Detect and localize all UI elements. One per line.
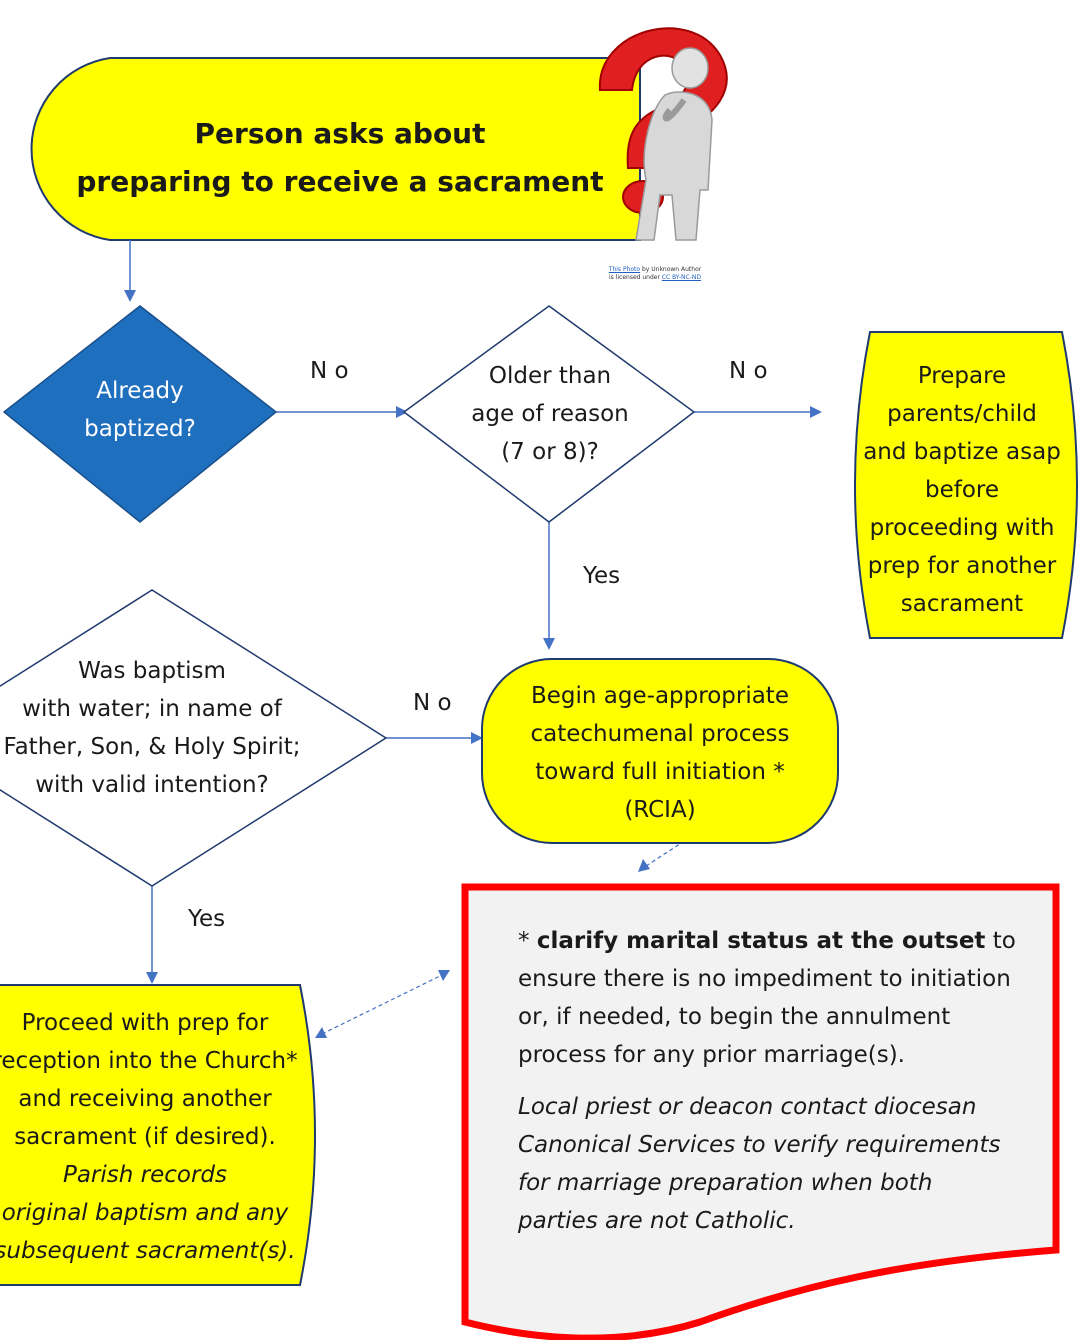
valid-line-4: with valid intention? (35, 772, 269, 798)
note-line-1: * clarify marital status at the outset t… (518, 922, 1038, 960)
note-rest: to (985, 928, 1016, 954)
prepare-line-5: proceeding with (869, 515, 1055, 541)
decision-already-baptized (2, 305, 278, 523)
label-no-2: N o (729, 358, 768, 384)
proceed-text: Proceed with prep for reception into the… (0, 1004, 300, 1270)
question-figure-icon (598, 27, 728, 241)
proceed-line-4: sacrament (if desired). (14, 1124, 276, 1150)
note-line-2: ensure there is no impediment to initiat… (518, 966, 1011, 992)
catechumenal-line-4: (RCIA) (624, 797, 696, 823)
start-terminator (30, 57, 641, 241)
proceed-box (0, 984, 316, 1286)
catechumenal-line-2: catechumenal process (530, 721, 790, 747)
catechumenal-box (481, 658, 839, 844)
valid-line-2: with water; in name of (22, 696, 282, 722)
start-text: Person asks about preparing to receive a… (60, 110, 620, 206)
photo-credit-author: by Unknown Author (640, 266, 702, 273)
age-of-reason-text: Older than age of reason (7 or 8)? (440, 357, 660, 471)
proceed-line-1: Proceed with prep for (21, 1010, 269, 1036)
license-link[interactable]: CC BY-NC-ND (661, 274, 701, 281)
prepare-line-7: sacrament (900, 591, 1024, 617)
label-no-1: N o (310, 358, 349, 384)
prepare-line-2: parents/child (887, 401, 1037, 427)
photo-credit-link[interactable]: This Photo (608, 266, 641, 273)
photo-credit: This Photo by Unknown Author is licensed… (560, 266, 750, 282)
note-bold-text: clarify marital status at the outset (536, 928, 986, 954)
photo-credit-license-text: is licensed under (609, 274, 662, 281)
catechumenal-line-3: toward full initiation * (535, 759, 785, 785)
prepare-box (854, 331, 1078, 639)
proceed-line-2: reception into the Church* (0, 1048, 298, 1074)
valid-line-1: Was baptism (78, 658, 226, 684)
prepare-line-3: and baptize asap (863, 439, 1061, 465)
prepare-line-4: before (924, 477, 1000, 503)
age-line-3: (7 or 8)? (501, 439, 599, 465)
catechumenal-line-1: Begin age-appropriate (531, 683, 789, 709)
label-no-3: N o (413, 690, 452, 716)
dashed-link-proceed-note (315, 970, 450, 1038)
decision-valid-baptism (0, 589, 388, 887)
baptized-line-1: Already (96, 378, 184, 404)
prepare-box-text: Prepare parents/child and baptize asap b… (850, 357, 1074, 623)
valid-line-3: Father, Son, & Holy Spirit; (3, 734, 301, 760)
proceed-line-3: and receiving another (18, 1086, 272, 1112)
prepare-line-6: prep for another (867, 553, 1057, 579)
prepare-line-1: Prepare (917, 363, 1007, 389)
note-italic-line-2: Canonical Services to verify requirement… (518, 1132, 1001, 1158)
note-star: * (518, 928, 537, 954)
start-line-2: preparing to receive a sacrament (76, 165, 604, 198)
start-line-1: Person asks about (194, 117, 486, 150)
proceed-line-7: subsequent sacrament(s). (0, 1238, 296, 1264)
baptized-line-2: baptized? (84, 416, 196, 442)
already-baptized-text: Already baptized? (40, 372, 240, 448)
note-italic-line-3: for marriage preparation when both (518, 1170, 933, 1196)
note-italic-line-4: parties are not Catholic. (518, 1208, 796, 1234)
proceed-line-5: Parish records (62, 1162, 228, 1188)
label-yes-2: Yes (188, 906, 226, 932)
proceed-line-6: original baptism and any (1, 1200, 289, 1226)
decision-age-of-reason (402, 305, 696, 523)
age-line-1: Older than (488, 363, 612, 389)
note-line-4: process for any prior marriage(s). (518, 1042, 905, 1068)
age-line-2: age of reason (471, 401, 629, 427)
note-document (461, 883, 1060, 1340)
note-line-3: or, if needed, to begin the annulment (518, 1004, 951, 1030)
note-italic-line-1: Local priest or deacon contact diocesan (518, 1094, 977, 1120)
note-text: * clarify marital status at the outset t… (518, 922, 1038, 1240)
catechumenal-text: Begin age-appropriate catechumenal proce… (490, 677, 830, 829)
label-yes-1: Yes (583, 563, 621, 589)
valid-baptism-text: Was baptism with water; in name of Fathe… (0, 652, 304, 804)
